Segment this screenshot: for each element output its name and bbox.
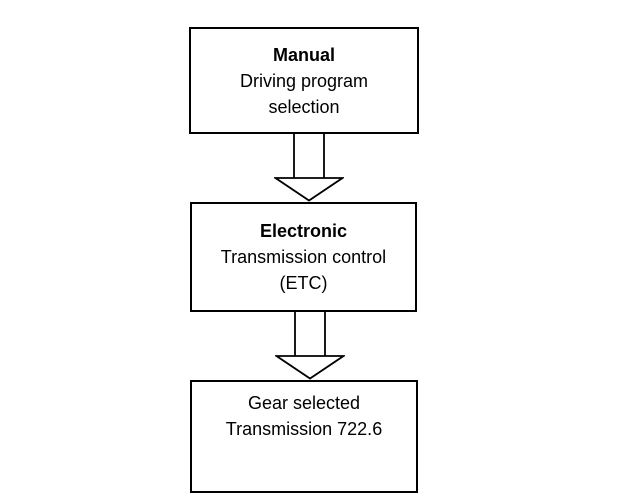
box-line: Driving program bbox=[239, 70, 369, 91]
box-line: Gear selected bbox=[247, 393, 361, 413]
box-electronic-transmission-control: Electronic Transmission control (ETC) bbox=[190, 202, 417, 312]
arrow-down-icon bbox=[275, 312, 345, 380]
box-line: Electronic bbox=[259, 221, 348, 241]
box-gear-selected: Gear selected Transmission 722.6 bbox=[190, 380, 418, 493]
box-line: selection bbox=[268, 96, 340, 117]
arrow-down-icon bbox=[274, 134, 344, 202]
box-line: Transmission control bbox=[220, 247, 387, 267]
box-line: (ETC) bbox=[279, 273, 328, 293]
box-line: Manual bbox=[272, 44, 335, 65]
box-line: Transmission 722.6 bbox=[225, 419, 383, 439]
box-driving-program-selection: Manual Driving program selection bbox=[189, 27, 419, 134]
